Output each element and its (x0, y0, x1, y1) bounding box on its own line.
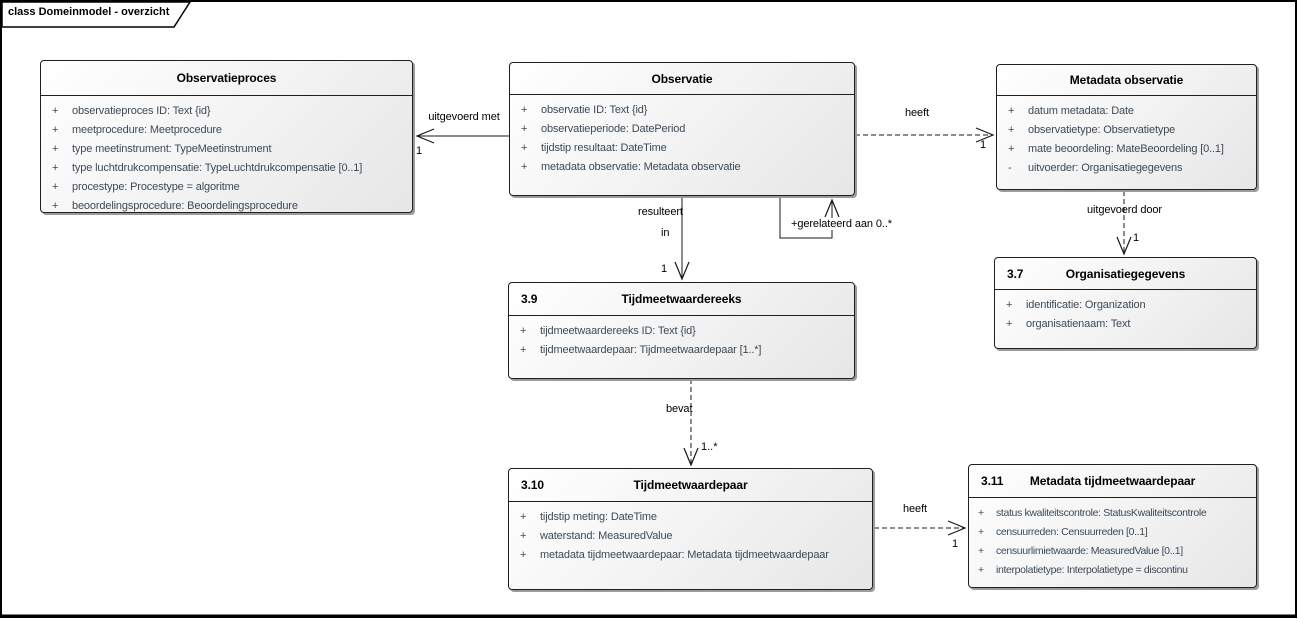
class-organisatiegegevens[interactable]: 3.7 Organisatiegegevens +identificatie: … (994, 257, 1257, 349)
attribute-row: +tijdstip meting: DateTime (520, 510, 657, 523)
class-header: 3.11 Metadata tijdmeetwaardepaar (969, 465, 1256, 498)
attribute-row: +metadata observatie: Metadata observati… (521, 160, 741, 173)
label-bevat: bevat (666, 403, 693, 415)
class-tijdmeetwaardepaar[interactable]: 3.10 Tijdmeetwaardepaar +tijdstip meting… (508, 468, 873, 590)
frame-tab-label: class Domeinmodel - overzicht (8, 6, 170, 18)
attribute-compartment: +observatieproces ID: Text {id} +meetpro… (41, 96, 412, 215)
label-heeft-metadata: heeft (903, 503, 927, 515)
class-header: 3.9 Tijdmeetwaardereeks (509, 283, 854, 316)
mult-uitgevoerd-door: 1 (1133, 232, 1140, 244)
attribute-row: +metadata tijdmeetwaardepaar: Metadata t… (520, 548, 829, 561)
attribute-row: -uitvoerder: Organisatiegegevens (1008, 161, 1183, 174)
label-heeft-observatie: heeft (905, 107, 929, 119)
mult-uitgevoerd-met: 1 (416, 145, 423, 157)
mult-bevat: 1..* (701, 441, 718, 453)
attribute-row: +mate beoordeling: MateBeoordeling [0..1… (1008, 142, 1224, 155)
class-title: Observatie (651, 71, 713, 86)
class-title: Tijdmeetwaardereeks (621, 292, 742, 306)
attribute-compartment: +tijdstip meting: DateTime +waterstand: … (509, 502, 872, 564)
class-header: 3.7 Organisatiegegevens (995, 258, 1256, 290)
attribute-row: +censuurreden: Censuurreden [0..1] (978, 525, 1148, 538)
attribute-compartment: +observatie ID: Text {id} +observatieper… (510, 95, 854, 176)
class-observatieproces[interactable]: Observatieproces +observatieproces ID: T… (40, 60, 413, 213)
attribute-row: +status kwaliteitscontrole: StatusKwalit… (978, 506, 1207, 519)
mult-resulteert-in: 1 (661, 263, 668, 275)
attribute-row: +identificatie: Organization (1006, 298, 1146, 311)
label-resulteert-in: in (661, 227, 670, 239)
label-uitgevoerd-met: uitgevoerd met (428, 111, 500, 123)
attribute-row: +tijdmeetwaardereeks ID: Text {id} (520, 324, 696, 337)
attribute-row: +waterstand: MeasuredValue (520, 529, 673, 542)
attribute-row: +procestype: Procestype = algoritme (52, 180, 240, 193)
mult-heeft-observatie: 1 (980, 139, 987, 151)
class-title: Metadata tijdmeetwaardepaar (1029, 474, 1196, 488)
attribute-compartment: +status kwaliteitscontrole: StatusKwalit… (969, 498, 1256, 579)
label-resulteert: resulteert (638, 206, 683, 218)
attribute-row: +tijdstip resultaat: DateTime (521, 141, 667, 154)
attribute-row: +observatietype: Observatietype (1008, 123, 1176, 136)
class-title: Organisatiegegevens (1065, 266, 1186, 281)
attribute-compartment: +tijdmeetwaardereeks ID: Text {id} +tijd… (509, 316, 854, 359)
attribute-row: +beoordelingsprocedure: Beoordelingsproc… (52, 199, 298, 212)
class-header: Observatieproces (41, 61, 412, 96)
attribute-row: +type meetinstrument: TypeMeetinstrument (52, 142, 272, 155)
mult-heeft-metadata: 1 (952, 538, 959, 550)
class-number: 3.11 (981, 474, 1004, 488)
frame-tab-shape (1, 1, 192, 28)
class-title: Metadata observatie (1069, 73, 1184, 87)
label-gerelateerd-aan: +gerelateerd aan 0..* (789, 218, 894, 230)
attribute-row: +observatieproces ID: Text {id} (52, 104, 211, 117)
attribute-row: +interpolatietype: Interpolatietype = di… (978, 563, 1188, 576)
class-header: Metadata observatie (997, 65, 1256, 96)
class-number: 3.9 (521, 292, 538, 306)
attribute-row: +datum metadata: Date (1008, 104, 1134, 117)
class-header: 3.10 Tijdmeetwaardepaar (509, 469, 872, 502)
attribute-row: +censuurlimietwaarde: MeasuredValue [0..… (978, 544, 1183, 557)
class-number: 3.7 (1007, 266, 1024, 281)
label-uitgevoerd-door: uitgevoerd door (1087, 204, 1162, 216)
class-metadata-observatie[interactable]: Metadata observatie +datum metadata: Dat… (996, 64, 1257, 190)
class-title: Observatieproces (176, 71, 277, 85)
attribute-row: +organisatienaam: Text (1006, 317, 1131, 330)
attribute-row: +type luchtdrukcompensatie: TypeLuchtdru… (52, 161, 363, 174)
attribute-row: +meetprocedure: Meetprocedure (52, 123, 222, 136)
class-number: 3.10 (521, 478, 544, 492)
class-header: Observatie (510, 63, 854, 95)
attribute-row: +tijdmeetwaardepaar: Tijdmeetwaardepaar … (520, 343, 762, 356)
attribute-compartment: +datum metadata: Date +observatietype: O… (997, 96, 1256, 177)
attribute-row: +observatie ID: Text {id} (521, 103, 648, 116)
class-tijdmeetwaardereeks[interactable]: 3.9 Tijdmeetwaardereeks +tijdmeetwaarder… (508, 282, 855, 379)
class-metadata-tijdmeetwaardepaar[interactable]: 3.11 Metadata tijdmeetwaardepaar +status… (968, 464, 1257, 588)
attribute-row: +observatieperiode: DatePeriod (521, 122, 686, 135)
class-title: Tijdmeetwaardepaar (633, 478, 748, 492)
attribute-compartment: +identificatie: Organization +organisati… (995, 290, 1256, 333)
class-observatie[interactable]: Observatie +observatie ID: Text {id} +ob… (509, 62, 855, 196)
